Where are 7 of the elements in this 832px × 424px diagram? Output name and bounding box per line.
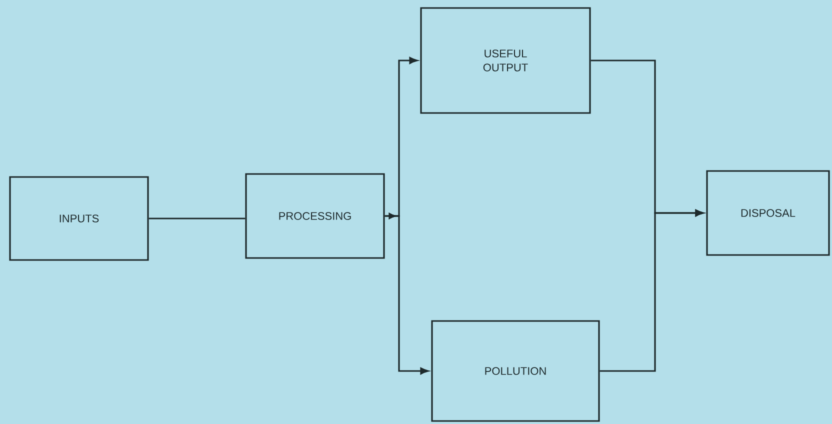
process-box: POLLUTION [431,320,600,422]
process-box: INPUTS [9,176,149,261]
arrow [600,210,704,372]
arrow [384,213,429,374]
process-box: DISPOSAL [706,170,830,256]
process-box: PROCESSING [245,173,385,259]
process-box: USEFUL OUTPUT [420,7,591,114]
